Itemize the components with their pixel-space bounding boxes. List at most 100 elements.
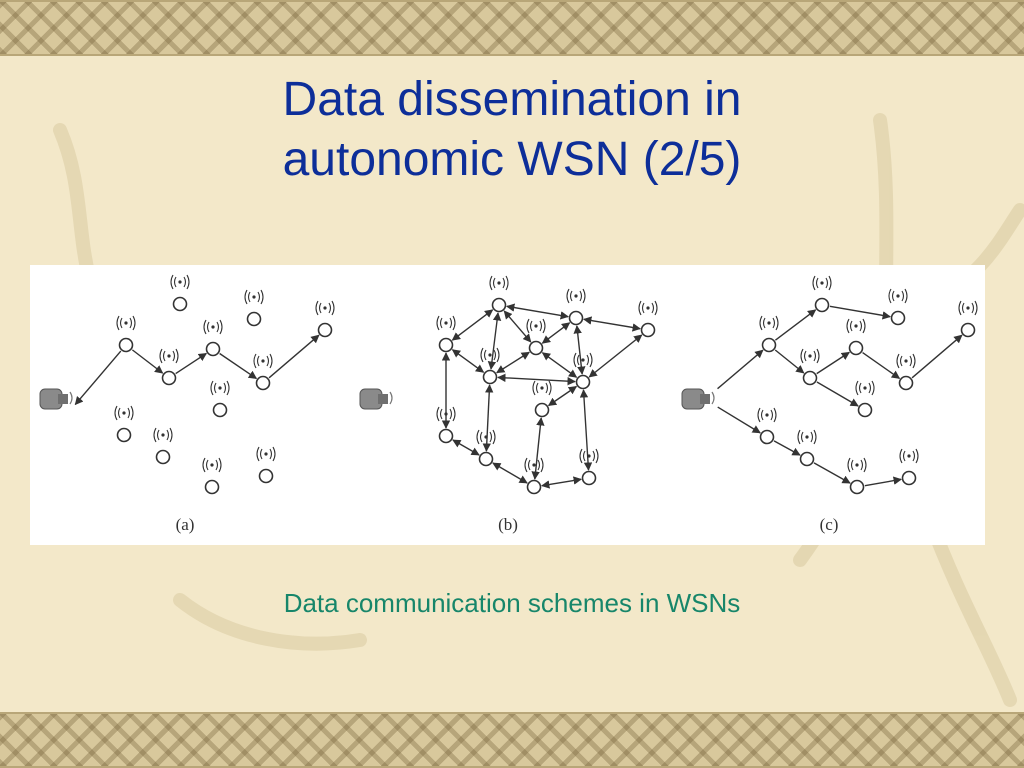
sensor-node-circle: [640, 322, 656, 338]
sensor-node: [153, 427, 173, 465]
sensor-node: [202, 457, 222, 495]
antenna-broadcast-icon: [797, 429, 817, 445]
sensor-node: [524, 457, 544, 495]
link-arrow: [813, 462, 851, 484]
sensor-node-circle: [482, 369, 498, 385]
sensor-node: [812, 275, 832, 313]
link-arrow: [588, 334, 643, 378]
sensor-node-circle: [890, 310, 906, 326]
sensor-node: [476, 429, 496, 467]
link-arrow: [911, 334, 963, 379]
sensor-node: [566, 288, 586, 326]
sensor-node-circle: [528, 340, 544, 356]
link-arrow: [482, 384, 494, 452]
sensor-node-circle: [575, 374, 591, 390]
link-arrow: [451, 309, 494, 341]
base-station-icon: [681, 388, 715, 410]
antenna-broadcast-icon: [812, 275, 832, 291]
antenna-broadcast-icon: [436, 315, 456, 331]
base-station-icon: [359, 388, 393, 410]
link-arrow: [541, 352, 578, 378]
link-arrow: [219, 352, 258, 380]
sensor-node: [797, 429, 817, 467]
sensor-node: [480, 347, 500, 385]
sensor-node: [757, 407, 777, 445]
sensor-node-circle: [898, 375, 914, 391]
sensor-node: [253, 353, 273, 391]
sensor-node: [436, 406, 456, 444]
sensor-node-circle: [172, 296, 188, 312]
sensor-node-circle: [246, 311, 262, 327]
antenna-broadcast-icon: [315, 300, 335, 316]
sensor-node: [888, 288, 908, 326]
antenna-broadcast-icon: [757, 407, 777, 423]
link-arrow: [573, 325, 586, 375]
antenna-broadcast-icon: [579, 448, 599, 464]
link-arrow: [506, 303, 569, 320]
sensor-node-circle: [212, 402, 228, 418]
link-arrow: [492, 462, 528, 484]
antenna-broadcast-icon: [202, 457, 222, 473]
sensor-node-circle: [204, 479, 220, 495]
link-arrow: [862, 352, 901, 379]
sensor-node: [899, 448, 919, 486]
antenna-broadcast-icon: [759, 315, 779, 331]
sensor-node-circle: [857, 402, 873, 418]
sensor-node-circle: [317, 322, 333, 338]
bottom-decorative-border: [0, 712, 1024, 768]
sensor-node-circle: [116, 427, 132, 443]
link-arrow: [451, 349, 485, 373]
sensor-node-circle: [478, 451, 494, 467]
sensor-node: [958, 300, 978, 338]
sensor-node-circle: [161, 370, 177, 386]
sensor-node: [573, 352, 593, 390]
antenna-broadcast-icon: [159, 348, 179, 364]
link-arrow: [497, 373, 576, 386]
sensor-node: [846, 318, 866, 356]
link-arrow: [496, 351, 530, 374]
antenna-broadcast-icon: [638, 300, 658, 316]
sensor-node: [203, 319, 223, 357]
sensor-node-circle: [581, 470, 597, 486]
link-arrow: [452, 439, 480, 456]
panel-label: (a): [176, 515, 195, 534]
antenna-broadcast-icon: [203, 319, 223, 335]
sensor-node: [244, 289, 264, 327]
antenna-broadcast-icon: [532, 380, 552, 396]
sensor-node: [315, 300, 335, 338]
link-arrow: [816, 351, 851, 375]
sensor-node: [579, 448, 599, 486]
link-arrow: [773, 440, 801, 456]
antenna-broadcast-icon: [855, 380, 875, 396]
sink-link-arrow: [717, 349, 764, 390]
antenna-broadcast-icon: [489, 275, 509, 291]
sensor-node: [638, 300, 658, 338]
antenna-broadcast-icon: [566, 288, 586, 304]
sensor-node-circle: [814, 297, 830, 313]
link-arrow: [816, 381, 859, 407]
sensor-node-circle: [255, 375, 271, 391]
slide-title-line-1: Data dissemination in: [282, 73, 742, 126]
link-arrow: [531, 417, 545, 480]
link-arrow: [547, 385, 578, 407]
antenna-broadcast-icon: [256, 446, 276, 462]
antenna-broadcast-icon: [899, 448, 919, 464]
link-arrow: [774, 349, 805, 374]
antenna-broadcast-icon: [170, 274, 190, 290]
sensor-node-circle: [534, 402, 550, 418]
sensor-node-circle: [155, 449, 171, 465]
sensor-node-circle: [491, 297, 507, 313]
sensor-node-circle: [901, 470, 917, 486]
sensor-node-circle: [960, 322, 976, 338]
antenna-broadcast-icon: [896, 353, 916, 369]
link-arrow: [541, 476, 582, 489]
antenna-broadcast-icon: [476, 429, 496, 445]
link-arrow: [829, 305, 891, 320]
antenna-broadcast-icon: [210, 380, 230, 396]
antenna-broadcast-icon: [153, 427, 173, 443]
sensor-node: [114, 405, 134, 443]
antenna-broadcast-icon: [253, 353, 273, 369]
antenna-broadcast-icon: [847, 457, 867, 473]
link-arrow: [774, 309, 817, 341]
link-arrow: [503, 310, 532, 343]
